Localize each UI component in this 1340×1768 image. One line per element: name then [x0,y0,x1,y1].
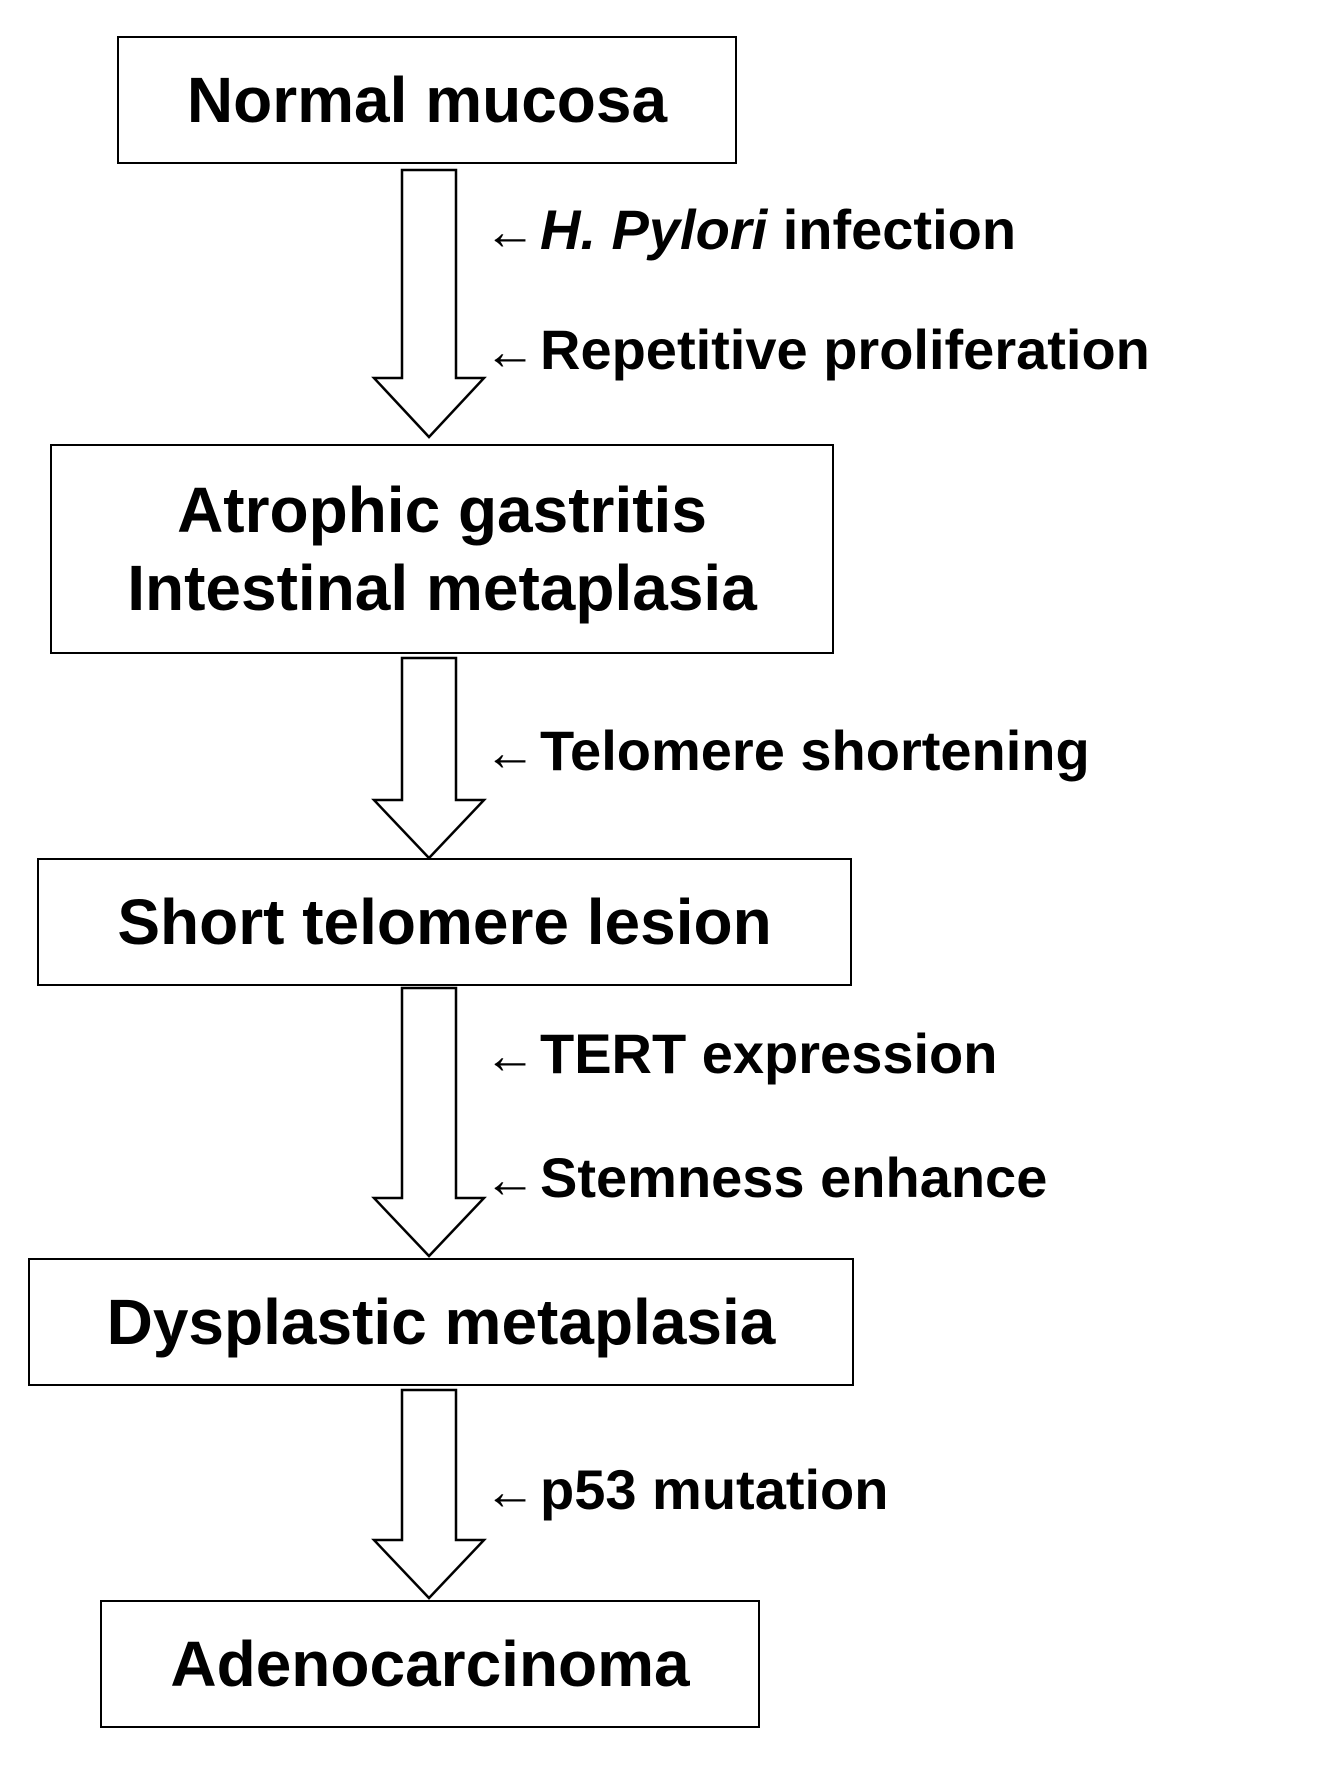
annotation-tert-expression: ←TERT expression [484,1026,997,1085]
box-intestinal-metaplasia-line2: Intestinal metaplasia [127,552,757,624]
annotation-p53-label: p53 mutation [540,1458,889,1521]
annotation-hpylori-infection: ←H. Pylori infection [484,202,1016,261]
annotation-telomere-label: Telomere shortening [540,719,1090,782]
box-atrophic-gastritis-line1: Atrophic gastritis [177,473,707,546]
box-normal-mucosa-label: Normal mucosa [186,63,668,136]
annotation-p53-mutation: ←p53 mutation [484,1462,888,1521]
box-dysplastic-metaplasia: Dysplastic metaplasia [28,1258,854,1386]
left-arrow-icon: ← [484,323,536,381]
annotation-tert-label: TERT expression [540,1022,998,1085]
box-normal-mucosa: Normal mucosa [117,36,737,164]
annotation-telomere-shortening: ←Telomere shortening [484,723,1090,782]
flow-arrow-3 [371,986,487,1258]
flow-arrow-4 [371,1388,487,1600]
left-arrow-icon: ← [484,724,536,782]
left-arrow-icon: ← [484,203,536,261]
box-adenocarcinoma-label: Adenocarcinoma [170,1627,690,1700]
box-short-telomere-lesion: Short telomere lesion [37,858,852,986]
annotation-repetitive-label: Repetitive proliferation [540,318,1150,381]
annotation-repetitive-proliferation: ←Repetitive proliferation [484,322,1150,381]
left-arrow-icon: ← [484,1463,536,1521]
box-adenocarcinoma: Adenocarcinoma [100,1600,760,1728]
left-arrow-icon: ← [484,1151,536,1209]
box-dysplastic-metaplasia-label: Dysplastic metaplasia [106,1285,776,1358]
flow-arrow-2 [371,656,487,860]
annotation-stemness-label: Stemness enhance [540,1146,1048,1209]
annotation-hpylori-rest: infection [767,198,1017,261]
box-short-telomere-lesion-label: Short telomere lesion [117,885,772,958]
left-arrow-icon: ← [484,1027,536,1085]
annotation-hpylori-name: H. Pylori [540,198,768,261]
box-atrophic-gastritis: Atrophic gastritis Intestinal metaplasia [50,444,834,654]
annotation-stemness-enhance: ←Stemness enhance [484,1150,1047,1209]
flow-arrow-1 [371,168,487,439]
